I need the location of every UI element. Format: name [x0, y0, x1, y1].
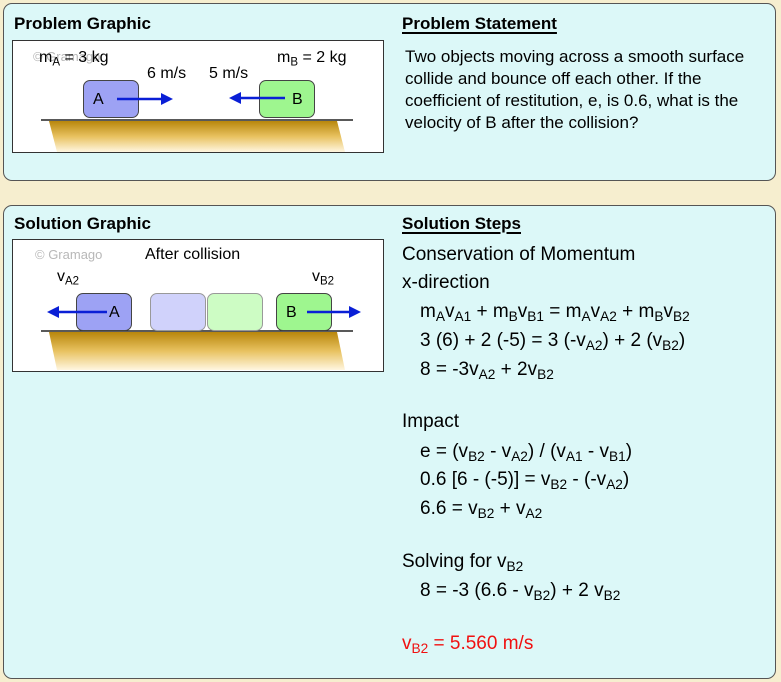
watermark: © Gramago	[35, 247, 103, 262]
mass-b-label: mB = 2 kg	[277, 49, 347, 69]
momentum-title: Conservation of Momentum	[402, 244, 636, 265]
watermark: © Gramago	[33, 49, 101, 64]
momentum-equation-1: mAvA1 + mBvB1 = mAvA2 + mBvB2	[420, 301, 690, 325]
problem-graphic-heading: Problem Graphic	[14, 14, 151, 33]
impact-equation-3: 6.6 = vB2 + vA2	[420, 498, 543, 522]
x-direction-label: x-direction	[402, 272, 490, 293]
impact-equation-2: 0.6 [6 - (-5)] = vB2 - (-vA2)	[420, 469, 630, 493]
velocity-b-label: 5 m/s	[209, 65, 249, 82]
problem-statement: Two objects moving across a smooth surfa…	[405, 47, 745, 132]
momentum-equation-3: 8 = -3vA2 + 2vB2	[420, 359, 554, 383]
problem-graphic: © Gramago mA = 3 kg mB = 2 kg 6 m/s 5 m/…	[12, 40, 384, 153]
arrow-left-icon	[229, 92, 285, 104]
arrow-left-icon	[47, 306, 107, 318]
problem-panel: Problem Graphic Problem Statement © Gram…	[3, 3, 776, 181]
solving-equation: 8 = -3 (6.6 - vB2) + 2 vB2	[420, 580, 621, 604]
vb2-label: vB2	[312, 268, 335, 288]
arrow-right-icon	[117, 93, 173, 105]
solution-graphic-heading: Solution Graphic	[14, 214, 151, 233]
momentum-equation-2: 3 (6) + 2 (-5) = 3 (-vA2) + 2 (vB2)	[420, 330, 686, 354]
impact-title: Impact	[402, 411, 460, 432]
va2-label: vA2	[57, 268, 80, 288]
solving-title: Solving for vB2	[402, 551, 524, 575]
after-collision-label: After collision	[145, 246, 241, 263]
block-a-ghost	[150, 293, 206, 331]
mass-a-label: mA = 3 kg	[39, 49, 109, 69]
block-b-ghost	[207, 293, 263, 331]
ground-surface	[41, 330, 353, 370]
answer-result: vB2 = 5.560 m/s	[402, 633, 534, 657]
solution-steps-heading: Solution Steps	[402, 214, 521, 233]
velocity-a-label: 6 m/s	[147, 65, 187, 82]
problem-statement-heading: Problem Statement	[402, 14, 557, 33]
arrow-right-icon	[307, 306, 361, 318]
solution-graphic: © Gramago After collision vA2 vB2 A B	[12, 239, 384, 372]
impact-equation-1: e = (vB2 - vA2) / (vA1 - vB1)	[420, 441, 633, 465]
solution-panel: Solution Graphic Solution Steps © Gramag…	[3, 205, 776, 679]
ground-surface	[41, 119, 353, 152]
